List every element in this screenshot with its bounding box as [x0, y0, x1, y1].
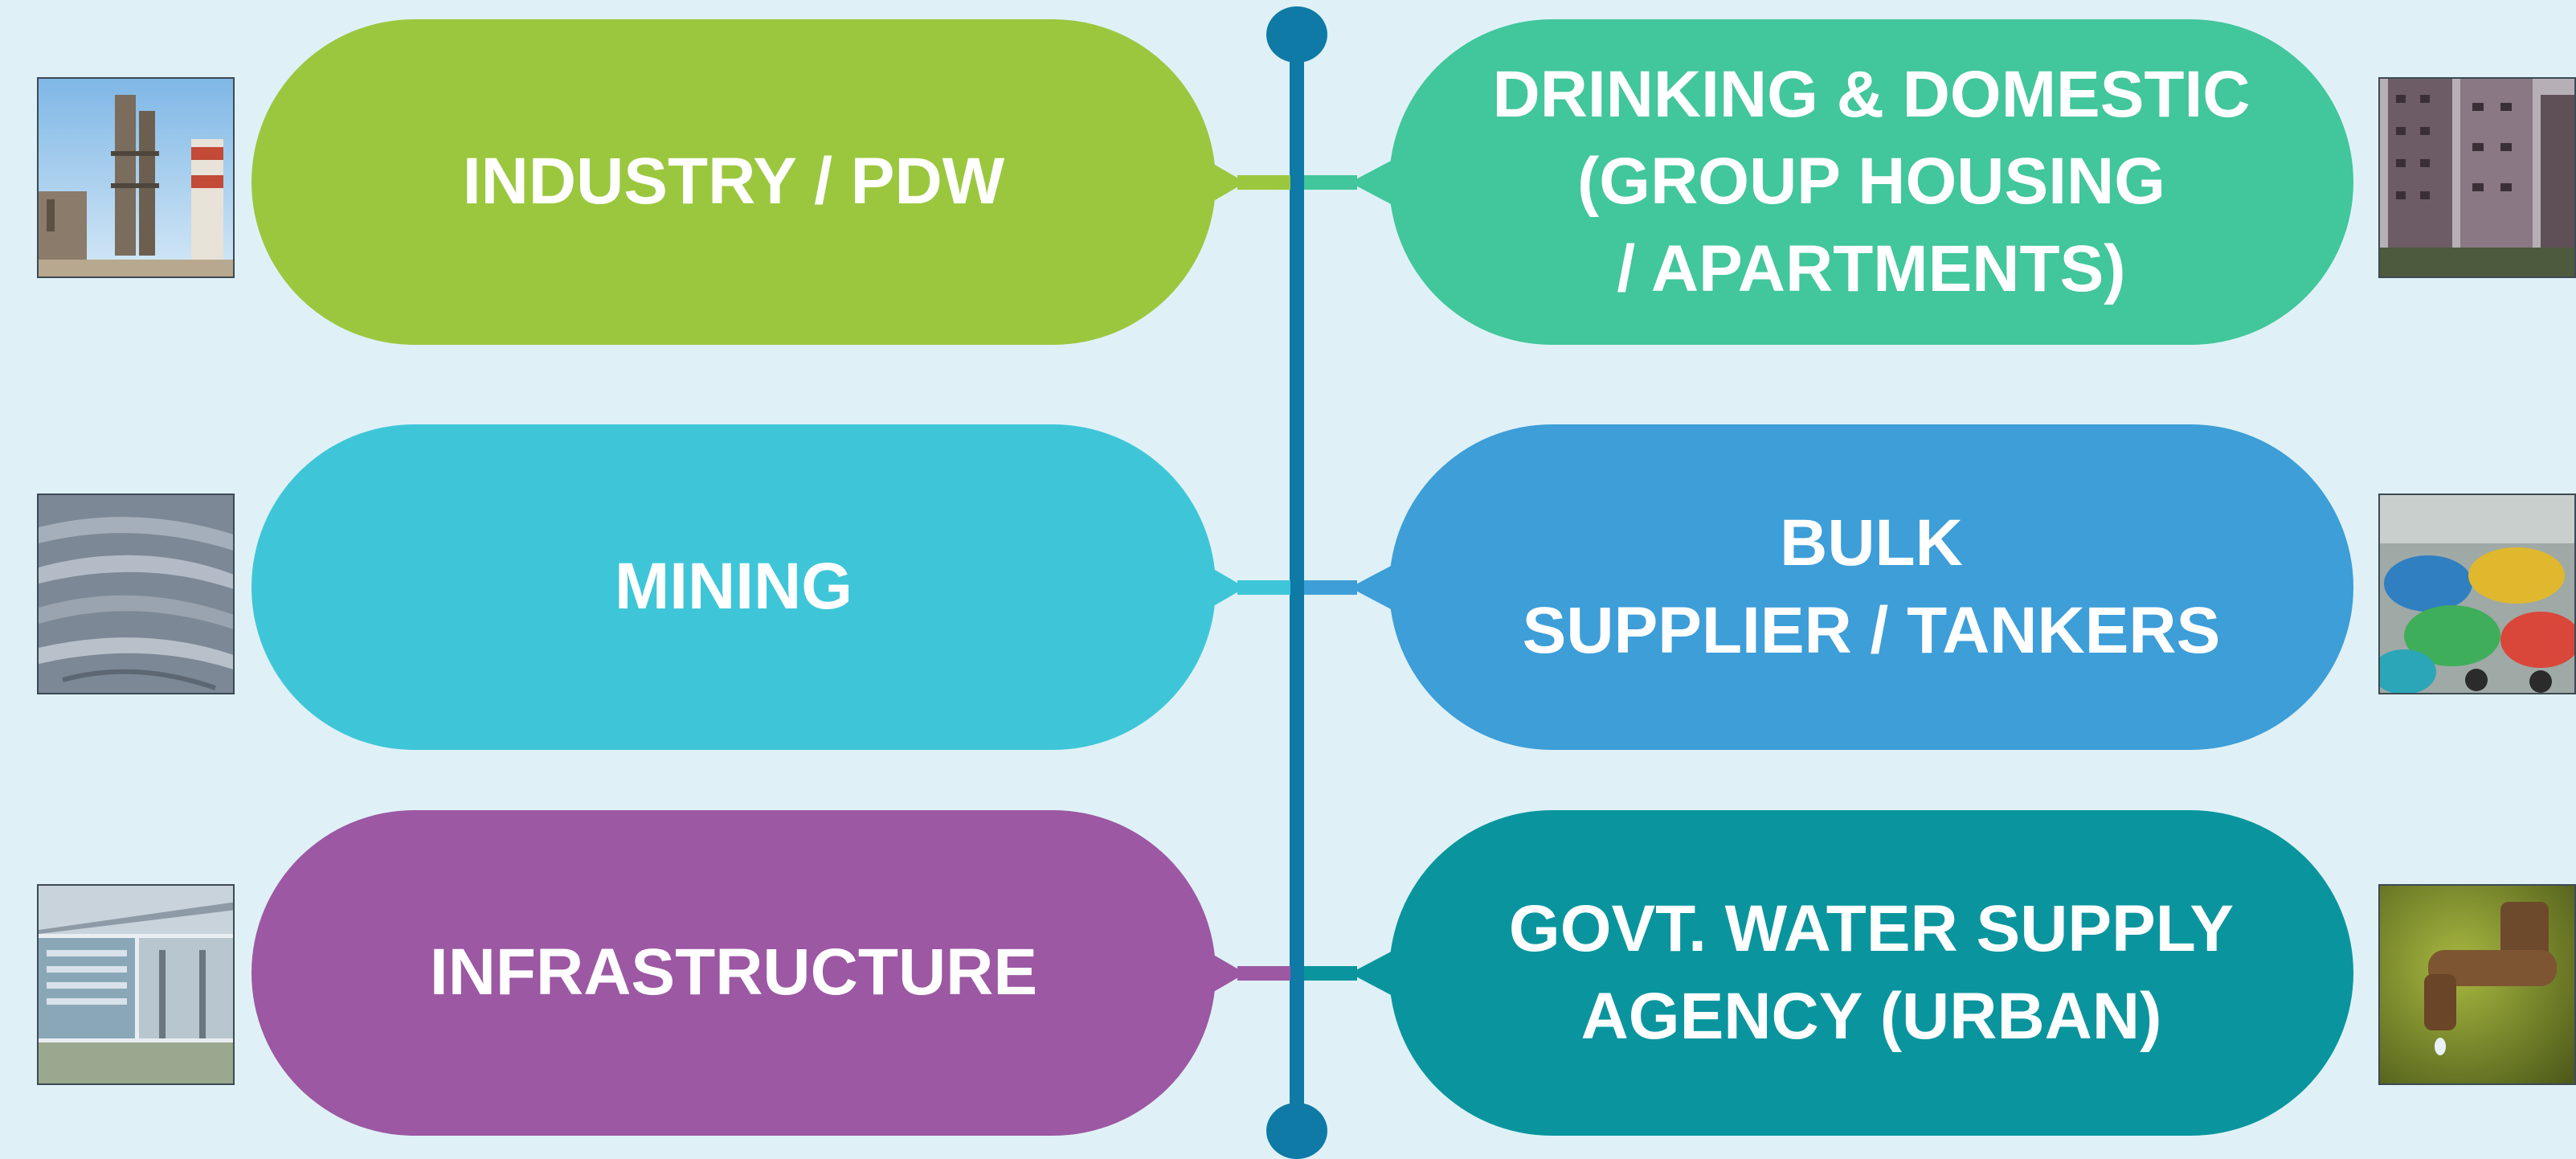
- sector-infrastructure-label: INFRASTRUCTURE: [429, 936, 1038, 1010]
- timeline-top-dot: [1266, 6, 1327, 63]
- sector-mining-pill: MINING: [251, 424, 1216, 750]
- open-pit-mine-image: [37, 493, 235, 694]
- connector-arrow-bulk: [1350, 564, 1394, 611]
- sector-mining-label: MINING: [614, 550, 853, 624]
- connector-govt: [1304, 966, 1357, 981]
- timeline-spine: [1290, 32, 1304, 1125]
- sector-industry-label: INDUSTRY / PDW: [462, 145, 1005, 219]
- water-tap-image: [2378, 884, 2576, 1085]
- connector-arrow-govt: [1350, 950, 1394, 997]
- water-tankers-image: [2378, 493, 2576, 694]
- sector-govt-water-pill: GOVT. WATER SUPPLY AGENCY (URBAN): [1389, 810, 2353, 1136]
- infrastructure-collage-image: [37, 884, 235, 1085]
- sector-govt-water-label: GOVT. WATER SUPPLY AGENCY (URBAN): [1508, 892, 2235, 1053]
- connector-drinking: [1304, 175, 1357, 190]
- sector-drinking-domestic-label: DRINKING & DOMESTIC (GROUP HOUSING / APA…: [1492, 58, 2251, 305]
- apartment-towers-image: [2378, 77, 2576, 278]
- connector-arrow-drinking: [1350, 159, 1394, 206]
- sector-bulk-supplier-pill: BULK SUPPLIER / TANKERS: [1389, 424, 2353, 750]
- sector-drinking-domestic-pill: DRINKING & DOMESTIC (GROUP HOUSING / APA…: [1389, 19, 2353, 345]
- connector-mining: [1237, 580, 1290, 595]
- connector-industry: [1237, 175, 1290, 190]
- sector-industry-pill: INDUSTRY / PDW: [251, 19, 1216, 345]
- connector-infrastructure: [1237, 966, 1290, 981]
- sector-bulk-supplier-label: BULK SUPPLIER / TANKERS: [1522, 506, 2221, 667]
- connector-bulk: [1304, 580, 1357, 595]
- timeline-bottom-dot: [1266, 1103, 1327, 1159]
- industrial-plant-image: [37, 77, 235, 278]
- sector-infrastructure-pill: INFRASTRUCTURE: [251, 810, 1216, 1136]
